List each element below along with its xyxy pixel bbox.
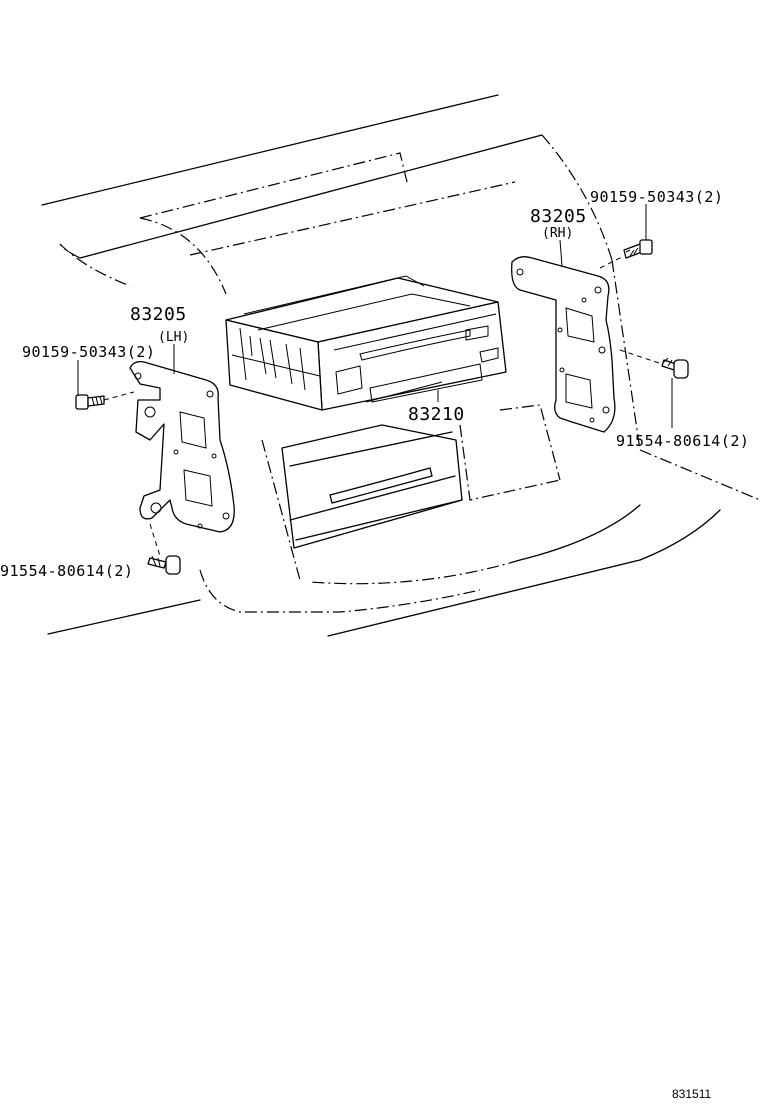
label-rh-bracket-number: 83205 [530,206,587,227]
rh-top-bolt [599,239,653,269]
rh-bracket [511,256,616,433]
label-rh-bolt: 90159-50343(2) [590,188,723,206]
audio-head-unit [225,275,507,411]
label-rh-screw: 91554-80614(2) [616,432,749,450]
label-lh-bracket-side: (LH) [158,330,189,345]
label-audio-unit-number: 83210 [408,404,465,425]
lh-screw [147,523,181,575]
lh-bracket [129,360,235,533]
figure-number: 831511 [672,1087,711,1101]
label-lh-screw: 91554-80614(2) [0,562,133,580]
leader-lines [77,204,673,428]
label-rh-bracket-side: (RH) [542,226,573,241]
label-lh-bracket-number: 83205 [130,304,187,325]
lh-top-bolt [75,391,135,410]
dashboard-outline [41,94,760,637]
rh-screw [619,349,689,379]
label-lh-bolt: 90159-50343(2) [22,343,155,361]
lower-pocket [281,424,463,549]
